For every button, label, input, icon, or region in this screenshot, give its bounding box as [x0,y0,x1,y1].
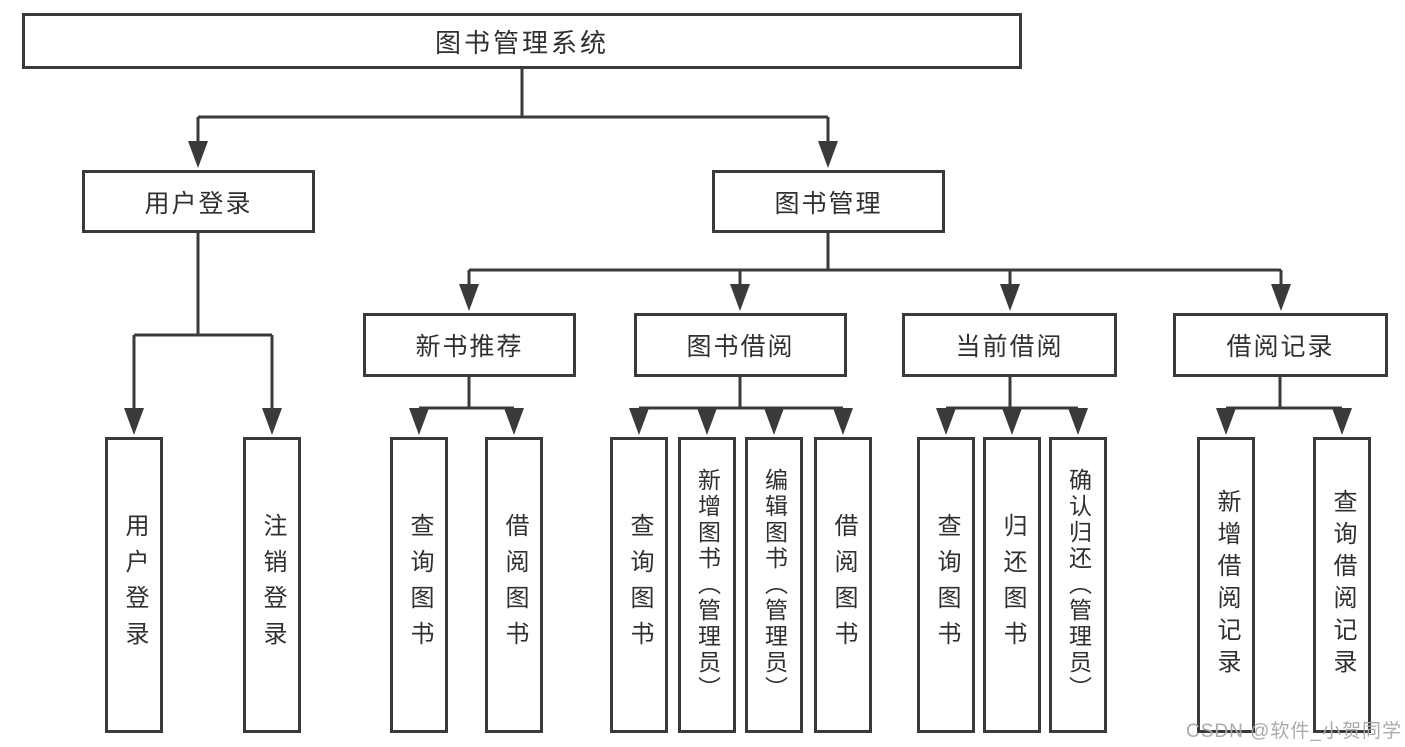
node-borrow-records: 借阅记录 [1173,313,1388,377]
node-label: 用户登录 [144,189,253,218]
node-label: 注销登录 [259,513,286,657]
node-label: 查询图书 [933,513,960,657]
node-label: 查询借阅记录 [1329,489,1356,681]
node-label: 查询图书 [626,513,653,657]
node-label: 新书推荐 [415,333,524,361]
node-book-management: 图书管理 [712,170,945,233]
leaf-borrow-add-books-admin: 新增图书（管理员） [678,437,736,733]
node-label: 确认归还（管理员） [1065,468,1092,702]
leaf-current-return-books: 归还图书 [983,437,1041,733]
node-label: 借阅图书 [830,513,857,657]
node-label: 编辑图书（管理员） [761,468,788,702]
node-label: 借阅图书 [501,513,528,657]
leaf-recommend-query-books: 查询图书 [390,437,448,733]
csdn-watermark: CSDN @软件_小贺同学 [1186,721,1402,742]
node-label: 用户登录 [121,513,148,657]
node-current-borrow: 当前借阅 [902,313,1117,377]
node-label: 归还图书 [999,513,1026,657]
node-label: 图书管理系统 [434,27,609,58]
node-library-management-system: 图书管理系统 [22,13,1022,69]
node-label: 图书借阅 [686,333,795,361]
leaf-current-query-books: 查询图书 [917,437,975,733]
node-book-borrow: 图书借阅 [634,313,847,377]
node-label: 借阅记录 [1226,333,1335,361]
leaf-borrow-edit-books-admin: 编辑图书（管理员） [745,437,803,733]
node-label: 图书管理 [774,189,883,218]
node-new-book-recommend: 新书推荐 [363,313,576,377]
node-label: 当前借阅 [955,333,1064,361]
leaf-logout: 注销登录 [243,437,301,733]
leaf-borrow-borrow-books: 借阅图书 [814,437,872,733]
node-label: 新增图书（管理员） [694,468,721,702]
leaf-borrow-query-books: 查询图书 [610,437,668,733]
leaf-user-login: 用户登录 [105,437,163,733]
node-label: 查询图书 [406,513,433,657]
leaf-current-confirm-return-admin: 确认归还（管理员） [1049,437,1107,733]
node-user-login: 用户登录 [82,170,315,233]
leaf-records-add-record: 新增借阅记录 [1197,437,1255,733]
leaf-records-query-record: 查询借阅记录 [1313,437,1371,733]
leaf-recommend-borrow-books: 借阅图书 [485,437,543,733]
node-label: 新增借阅记录 [1213,489,1240,681]
